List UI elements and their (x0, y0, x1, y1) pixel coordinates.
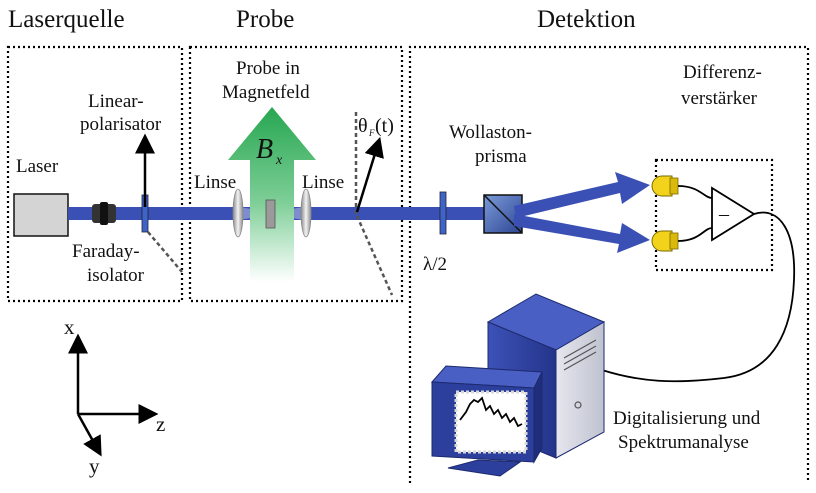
y-axis-arrow (76, 413, 102, 457)
lens-left (232, 188, 244, 238)
section-laser-title: Laserquelle (8, 6, 125, 33)
differential-amplifier (711, 186, 756, 242)
half-wave-plate (439, 191, 447, 235)
split-beam-lower (514, 214, 650, 253)
signal-cable (601, 211, 796, 383)
prism-label-line2: prisma (475, 146, 527, 167)
sample-label-line2: Magnetfeld (222, 82, 310, 103)
photodiode-lower (651, 230, 679, 252)
coordinate-axes (68, 333, 159, 457)
sample-label-line1: Probe in (236, 58, 300, 79)
polarizer-label-line2: polarisator (80, 114, 162, 135)
sample (265, 199, 276, 229)
analysis-label-line1: Digitalisierung und (613, 408, 761, 429)
rotation-reference-line (355, 215, 394, 296)
wire-upper-diode (677, 185, 713, 199)
field-subscript: x (275, 153, 283, 168)
isolator-label-line1: Faraday- (72, 241, 140, 262)
lens-left-label: Linse (194, 172, 236, 193)
rotation-argument: (t) (375, 115, 394, 137)
section-sample-title: Probe (236, 6, 294, 33)
lens-right-label: Linse (302, 172, 344, 193)
prism-label-line1: Wollaston- (449, 122, 532, 143)
polarizer-reference-line (147, 231, 183, 273)
analysis-label-line2: Spektrumanalyse (618, 432, 749, 453)
half-wave-plate-label: λ/2 (423, 254, 447, 275)
y-axis-label: y (89, 454, 100, 478)
amplifier-label-line2: verstärker (681, 88, 758, 109)
prism-interface (483, 194, 523, 234)
split-beam-upper (514, 172, 650, 218)
z-axis-label: z (156, 412, 165, 436)
laser-section-frame (6, 45, 184, 303)
wire-lower-diode (677, 227, 713, 242)
amplifier-sign: – (718, 203, 730, 225)
polarizer-label-line1: Linear- (88, 91, 144, 112)
photodiode-upper (651, 175, 679, 197)
magnetic-field-arrow (228, 107, 316, 282)
x-axis-label: x (64, 315, 75, 339)
laser-label: Laser (16, 156, 59, 177)
lens-right (300, 188, 312, 238)
rotation-subscript: F (368, 128, 375, 138)
detection-section-frame (408, 45, 810, 483)
rotation-symbol: θ (358, 115, 368, 137)
section-detection-title: Detektion (537, 6, 636, 33)
rotated-polarization-arrow (355, 136, 384, 213)
laser-box (13, 193, 69, 237)
faraday-isolator (92, 202, 116, 225)
sample-section-frame (188, 45, 404, 303)
computer-monitor (430, 365, 543, 477)
field-symbol: B (256, 134, 273, 165)
isolator-label-line2: isolator (87, 265, 145, 286)
amplifier-label-line1: Differenz- (683, 62, 762, 83)
